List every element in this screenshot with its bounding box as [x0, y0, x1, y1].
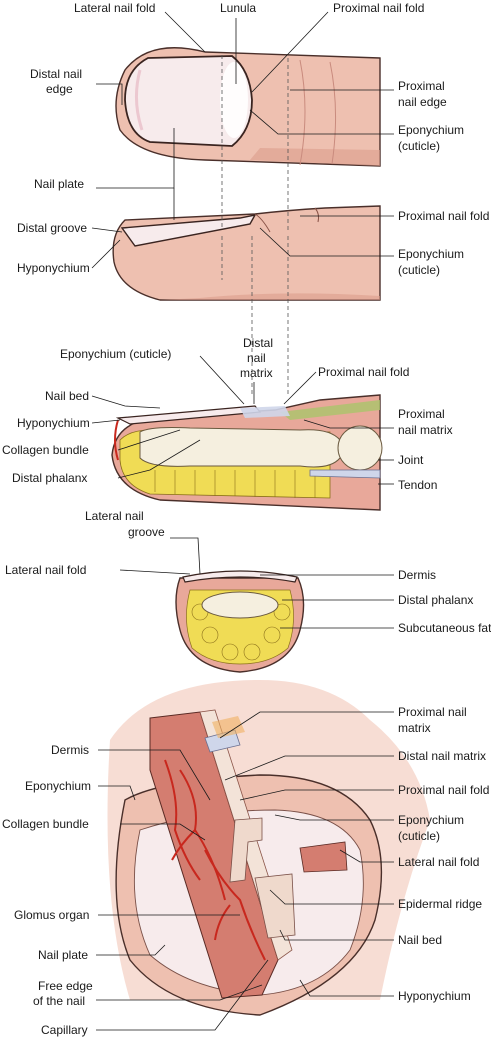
lateral-view-finger [112, 205, 381, 301]
label-hyponychium-3: Hyponychium [398, 989, 471, 1003]
nail-plate-lateral [120, 214, 257, 247]
label-hyponychium-2: Hyponychium [17, 416, 90, 430]
fat-lobules [154, 470, 316, 498]
label-distal-nail-matrix-3: matrix [240, 366, 273, 380]
label-tendon: Tendon [398, 478, 437, 492]
nail-plate-dorsal [124, 55, 253, 147]
label-lunula: Lunula [220, 1, 256, 15]
label-distal-nail-matrix-2: nail [247, 351, 266, 365]
label-subcutaneous-fat: Subcutaneous fat [398, 621, 491, 635]
label-nail-bed-2: Nail bed [398, 933, 442, 947]
label-distal-nail-edge-1: Distal nail [30, 67, 82, 81]
label-proximal-nail-matrix-1: Proximal [398, 407, 445, 421]
label-proximal-nail-edge-1: Proximal [398, 79, 445, 93]
label-capillary: Capillary [41, 1023, 88, 1037]
label-distal-groove: Distal groove [17, 221, 87, 235]
label-proximal-nail-fold-top: Proximal nail fold [333, 1, 424, 15]
label-proximal-nail-matrix-3b: matrix [398, 721, 431, 735]
label-lateral-nail-fold-6: Lateral nail fold [398, 855, 479, 869]
joint-head [337, 425, 383, 471]
label-distal-nail-edge-2: edge [46, 82, 73, 96]
label-cuticle-1: (cuticle) [398, 139, 440, 153]
label-joint: Joint [398, 453, 424, 467]
label-proximal-nail-edge-2: nail edge [398, 95, 447, 109]
projection-lines [221, 55, 289, 395]
label-lateral-nail-fold-4: Lateral nail fold [5, 563, 86, 577]
label-dermis-1: Dermis [398, 568, 436, 582]
distal-phalanx-transverse [201, 591, 279, 619]
label-nail-bed-1: Nail bed [45, 389, 89, 403]
label-eponychium-6: Eponychium [398, 813, 464, 827]
label-cuticle-6: (cuticle) [398, 829, 440, 843]
label-collagen-bundle-2: Collagen bundle [2, 817, 89, 831]
label-distal-phalanx-2: Distal phalanx [398, 593, 473, 607]
label-distal-nail-matrix-1: Distal [243, 336, 273, 350]
blood-vessels [164, 759, 266, 961]
label-proximal-nail-matrix-2: nail matrix [398, 423, 453, 437]
label-epidermal-ridge: Epidermal ridge [398, 897, 482, 911]
label-cuticle-2: (cuticle) [398, 263, 440, 277]
label-glomus-organ: Glomus organ [14, 908, 89, 922]
label-collagen-bundle-1: Collagen bundle [2, 443, 89, 457]
leader-lines [91, 11, 394, 1031]
sagittal-section [111, 394, 383, 511]
label-dermis-2: Dermis [51, 743, 89, 757]
label-eponychium-cuticle-3: Eponychium (cuticle) [60, 347, 171, 361]
label-free-edge-2: of the nail [33, 994, 85, 1008]
transverse-section [175, 570, 305, 673]
dorsal-view-finger [115, 47, 381, 167]
label-hyponychium-1: Hyponychium [17, 261, 90, 275]
nail-plate-transverse [182, 570, 298, 583]
lunula-shape [220, 62, 248, 138]
label-proximal-nail-fold-3: Proximal nail fold [318, 365, 409, 379]
label-distal-phalanx-1: Distal phalanx [12, 471, 87, 485]
label-distal-nail-matrix-4: Distal nail matrix [398, 749, 486, 763]
label-nail-plate-2: Nail plate [38, 948, 88, 962]
fat-lobules-transverse [191, 603, 291, 661]
label-nail-plate-1: Nail plate [34, 177, 84, 191]
label-eponychium-5: Eponychium [25, 779, 91, 793]
label-eponychium-2: Eponychium [398, 247, 464, 261]
label-lateral-nail-fold-top: Lateral nail fold [74, 1, 155, 15]
label-lateral-nail-groove-2: groove [128, 525, 165, 539]
label-lateral-nail-groove-1: Lateral nail [85, 509, 144, 523]
label-free-edge-1: Free edge [38, 979, 93, 993]
label-proximal-nail-matrix-3a: Proximal nail [398, 705, 467, 719]
label-proximal-nail-fold-5: Proximal nail fold [398, 783, 489, 797]
label-eponychium-1: Eponychium [398, 123, 464, 137]
label-proximal-nail-fold-2: Proximal nail fold [398, 209, 489, 223]
three-d-cutaway [107, 680, 430, 1016]
